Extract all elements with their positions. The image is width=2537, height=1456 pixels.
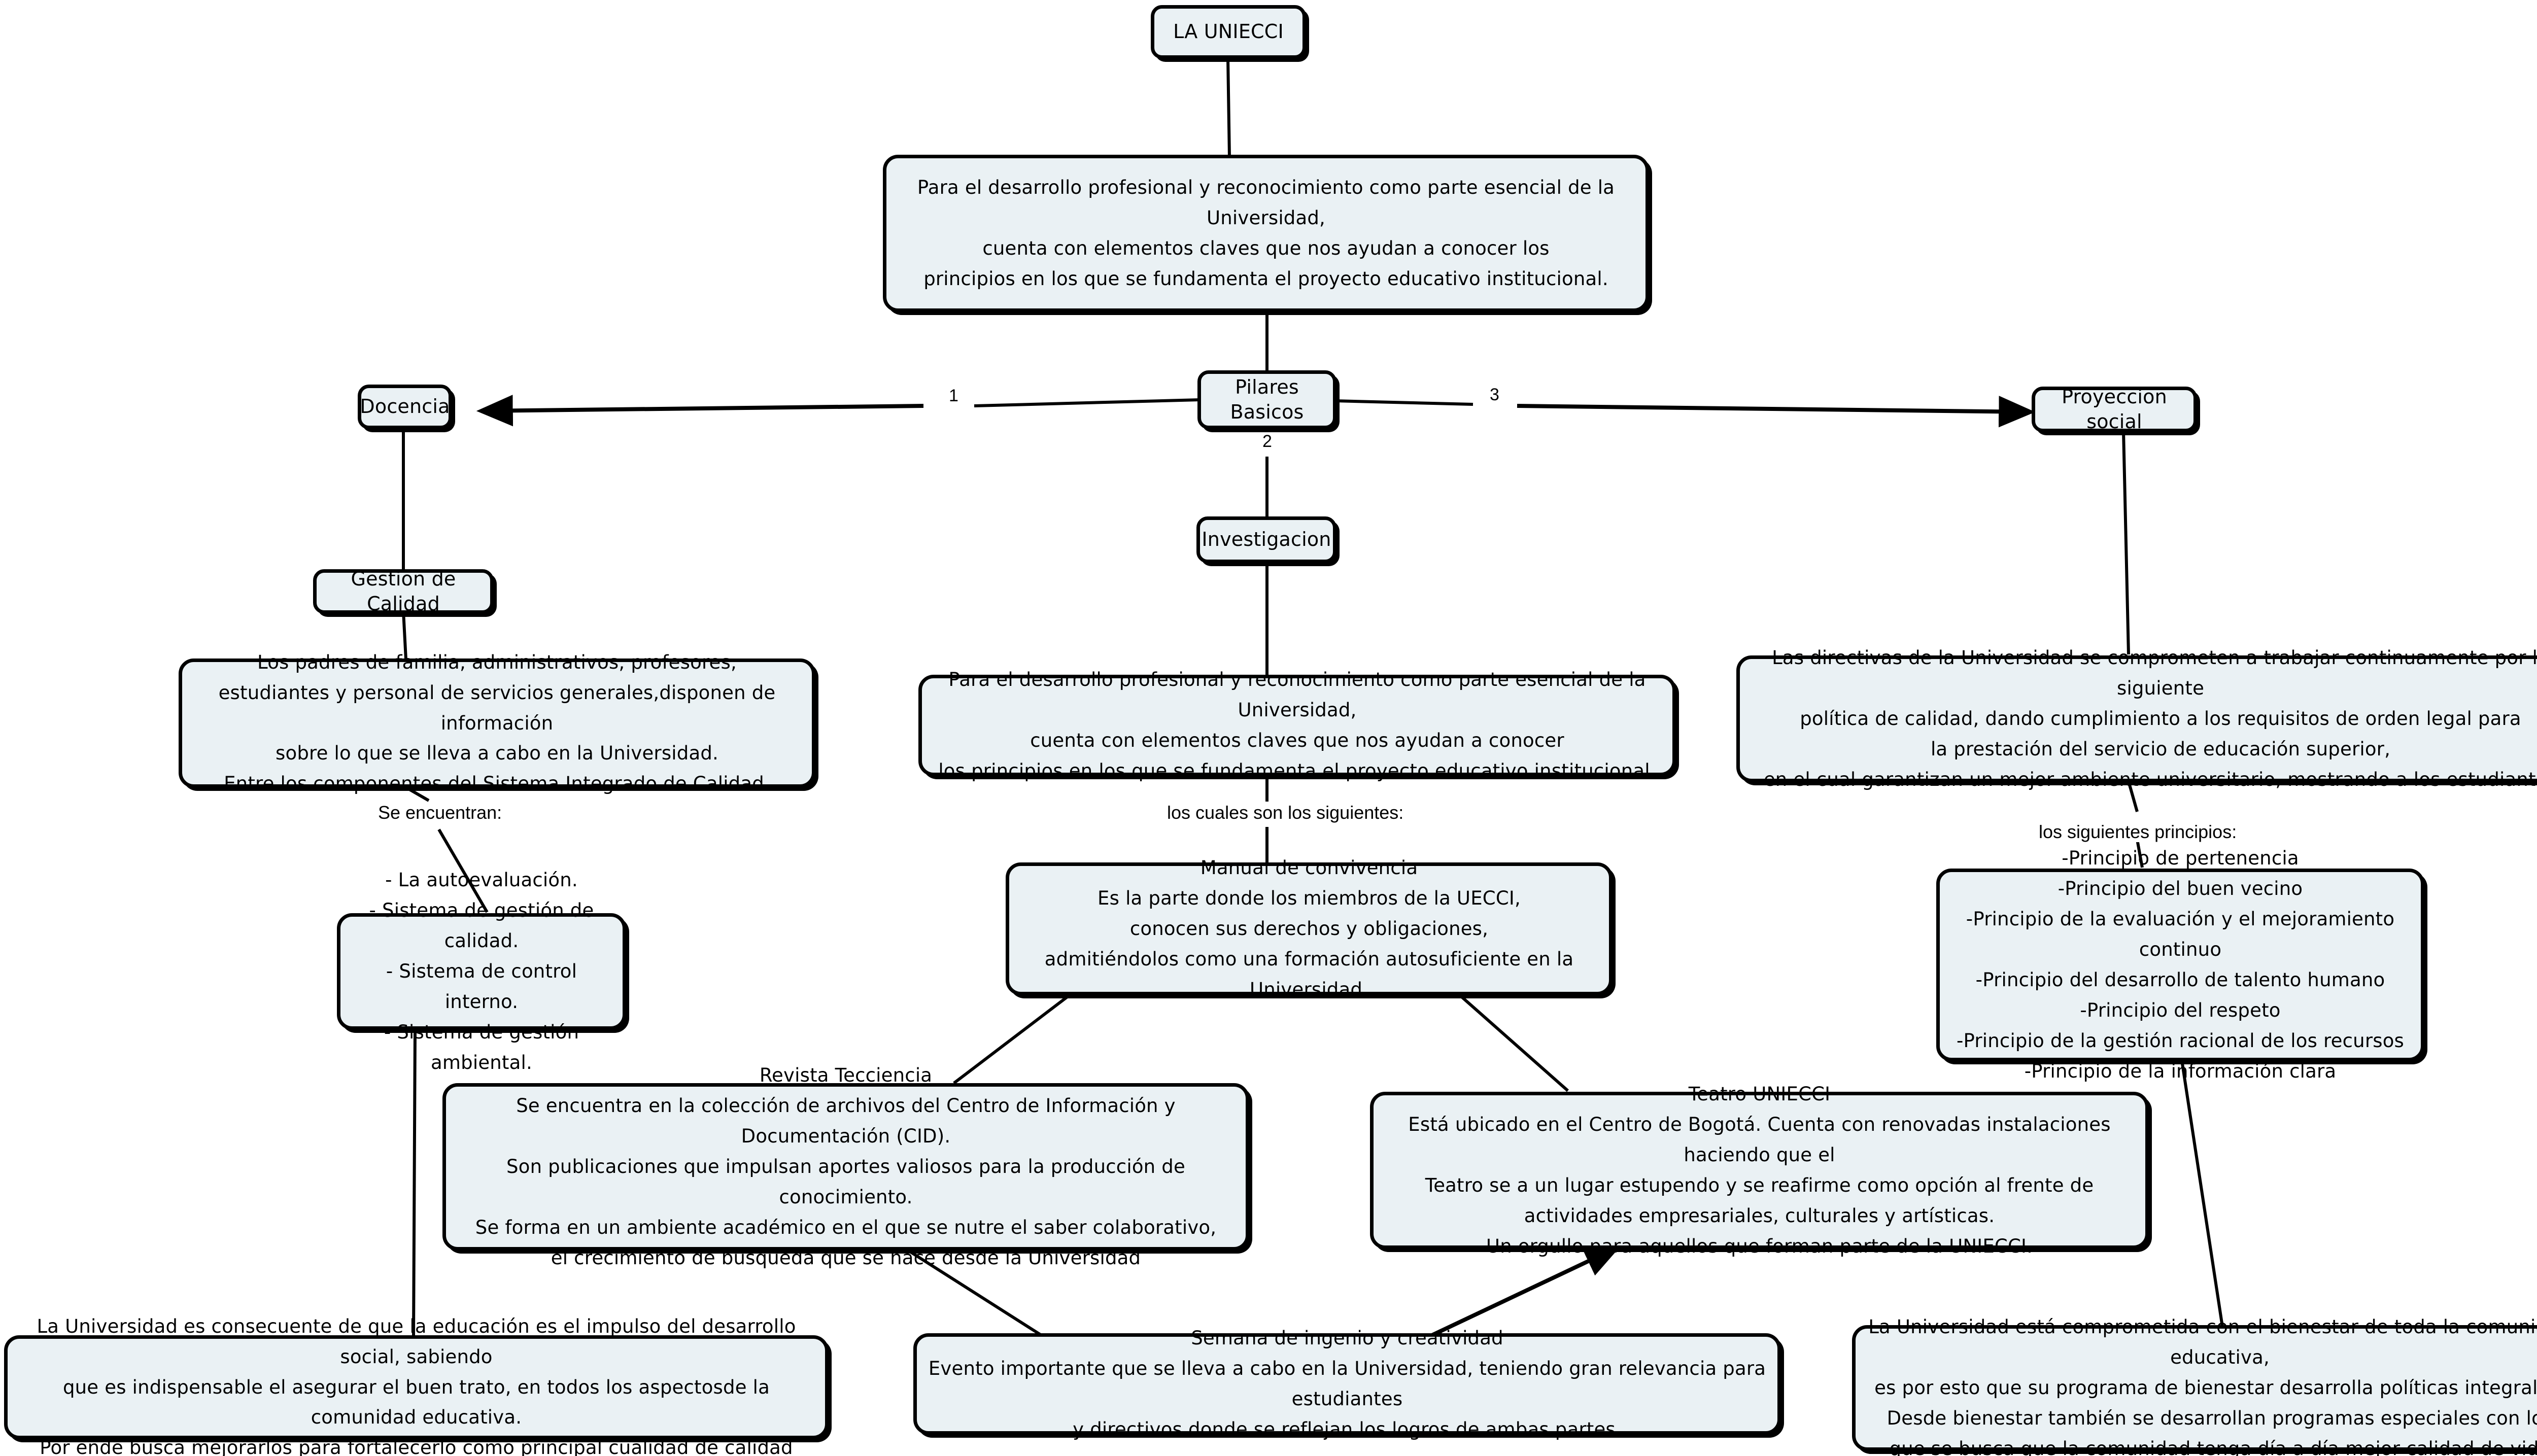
edge-label-se-encuentran: Se encuentran: (373, 803, 507, 823)
node-revista-tecciencia-text: Revista Tecciencia Se encuentra en la co… (475, 1064, 1217, 1269)
node-pilares-basicos[interactable]: Pilares Basicos (1197, 370, 1336, 429)
node-root-label: LA UNIECCI (1173, 20, 1284, 43)
node-revista-tecciencia[interactable]: Revista Tecciencia Se encuentra en la co… (442, 1064, 1249, 1269)
node-intro[interactable]: Para el desarrollo profesional y reconoc… (883, 155, 1649, 312)
edge-pilares-proyeccion-a (1334, 399, 1473, 406)
edge-manual-teatro (1458, 993, 1569, 1092)
edge-pilares-docencia-b (476, 395, 924, 427)
node-semana-ingenio-text: Semana de ingenio y creatividad Evento i… (928, 1327, 1766, 1440)
edge-principios-bottomright (2180, 1060, 2224, 1327)
node-teatro-uniecci-text: Teatro UNIECCI Está ubicado en el Centro… (1408, 1083, 2111, 1257)
node-principios[interactable]: -Principio de pertenencia -Principio del… (1936, 847, 2424, 1082)
edge-pilares-proyeccion-b (1517, 396, 2036, 428)
node-directivas-text: Las directivas de la Universidad se comp… (1763, 647, 2537, 790)
node-investigacion-descripcion[interactable]: Para el desarrollo profesional y reconoc… (918, 669, 1676, 782)
node-semana-ingenio[interactable]: Semana de ingenio y creatividad Evento i… (913, 1327, 1781, 1440)
node-docencia-label: Docencia (360, 395, 450, 418)
node-gestion-calidad[interactable]: Gestion de Calidad (313, 567, 494, 615)
node-principios-text: -Principio de pertenencia -Principio del… (1956, 847, 2405, 1082)
node-educacion-impulso[interactable]: La Universidad es consecuente de que la … (4, 1315, 829, 1456)
node-calidad-descripcion-text: Los padres de familia, administrativos, … (218, 651, 776, 795)
node-directivas[interactable]: Las directivas de la Universidad se comp… (1736, 647, 2537, 790)
node-educacion-impulso-text: La Universidad es consecuente de que la … (37, 1315, 796, 1456)
node-proyeccion-social[interactable]: Proyeccion social (2032, 385, 2197, 433)
node-intro-text: Para el desarrollo profesional y reconoc… (917, 177, 1615, 290)
node-investigacion-label: Investigacion (1202, 528, 1331, 551)
edge-label-los-siguientes: los siguientes principios: (2034, 822, 2242, 842)
edge-pilares-docencia-a (974, 398, 1201, 407)
node-manual-convivencia-text: Manual de convivencia Es la parte donde … (1044, 857, 1574, 1000)
edge-label-one: 1 (945, 386, 963, 406)
node-pilares-label: Pilares Basicos (1230, 375, 1304, 423)
node-teatro-uniecci[interactable]: Teatro UNIECCI Está ubicado en el Centro… (1370, 1083, 2149, 1257)
node-calidad-lista-text: - La autoevaluación. - Sistema de gestió… (369, 869, 594, 1073)
node-docencia[interactable]: Docencia (358, 385, 452, 429)
node-bienestar[interactable]: La Universidad está comprometida con el … (1852, 1316, 2537, 1456)
node-investigacion[interactable]: Investigacion (1196, 516, 1336, 563)
edge-label-three: 3 (1486, 385, 1503, 405)
edge-root-intro (1226, 58, 1231, 158)
node-investigacion-descripcion-text: Para el desarrollo profesional y reconoc… (938, 669, 1656, 782)
node-calidad-lista[interactable]: - La autoevaluación. - Sistema de gestió… (337, 869, 626, 1073)
node-calidad-descripcion[interactable]: Los padres de familia, administrativos, … (179, 651, 815, 794)
node-manual-convivencia[interactable]: Manual de convivencia Es la parte donde … (1006, 857, 1613, 1000)
edge-label-los-cuales: los cuales son los siguientes: (1162, 803, 1409, 823)
edge-proyeccion-directivas (2122, 431, 2130, 655)
node-root[interactable]: LA UNIECCI (1151, 5, 1306, 59)
node-proyeccion-label: Proyeccion social (2062, 385, 2167, 433)
node-gestion-label: Gestion de Calidad (351, 567, 456, 615)
node-bienestar-text: La Universidad está comprometida con el … (1868, 1316, 2537, 1456)
edge-label-two: 2 (1258, 432, 1276, 452)
